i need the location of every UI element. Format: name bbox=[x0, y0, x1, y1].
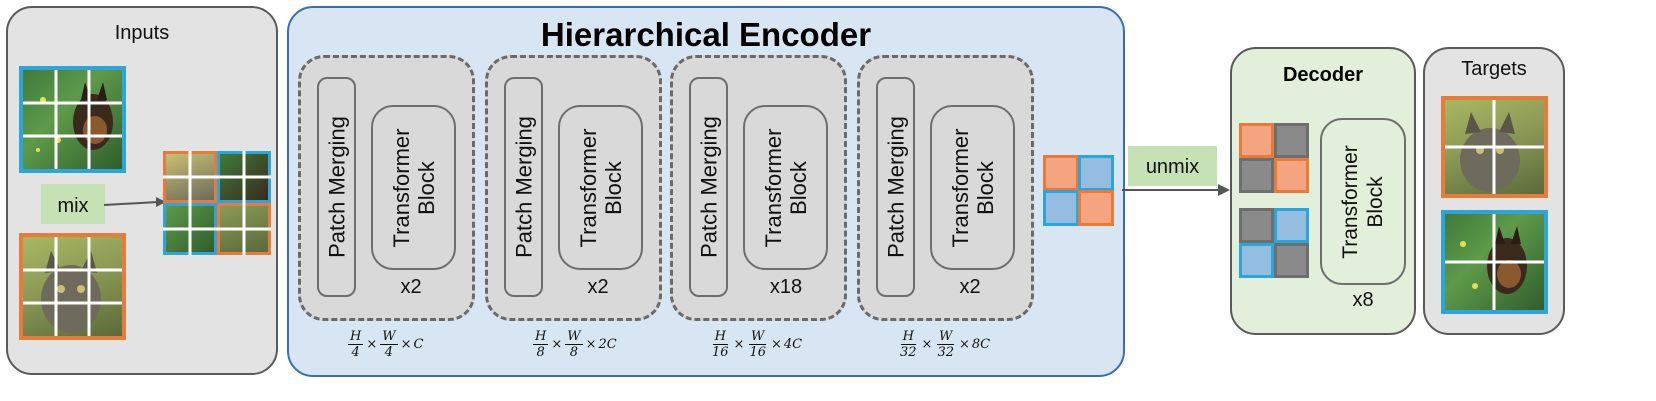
encoder-output-feature-map bbox=[1043, 155, 1114, 226]
dg1-tl bbox=[1239, 123, 1274, 158]
inputs-title: Inputs bbox=[114, 22, 170, 44]
unmix-label: unmix bbox=[1145, 156, 1200, 178]
encoder-title: Hierarchical Encoder bbox=[540, 16, 872, 53]
repeat-4: x2 bbox=[959, 276, 981, 298]
repeat-1: x2 bbox=[400, 276, 422, 298]
mixed-image bbox=[163, 151, 271, 255]
repeat-2: x2 bbox=[587, 276, 609, 298]
mix-box bbox=[41, 184, 105, 224]
unmix-box bbox=[1128, 146, 1217, 186]
decoder-grid-blue bbox=[1239, 208, 1309, 278]
decoder-grid-orange bbox=[1239, 123, 1309, 193]
patch-merging-3: Patch Merging bbox=[689, 77, 728, 297]
repeat-3: x18 bbox=[769, 276, 803, 298]
patch-merging-4: Patch Merging bbox=[876, 77, 915, 297]
dg1-bl bbox=[1239, 158, 1274, 193]
targets-title: Targets bbox=[1461, 58, 1527, 80]
dg2-tl bbox=[1239, 208, 1274, 243]
mix-arrow bbox=[104, 197, 166, 207]
feat-cell-br bbox=[1078, 190, 1114, 226]
target-cat-image bbox=[1441, 96, 1548, 198]
target-dog-image bbox=[1441, 210, 1548, 314]
patch-merging-2: Patch Merging bbox=[504, 77, 543, 297]
dg2-br bbox=[1274, 243, 1309, 278]
feat-cell-tr bbox=[1078, 155, 1114, 191]
dg1-tr bbox=[1274, 123, 1309, 158]
feat-cell-bl bbox=[1043, 190, 1079, 226]
decoder-title: Decoder bbox=[1282, 64, 1364, 86]
feat-cell-tl bbox=[1043, 155, 1079, 191]
input-cat-image bbox=[19, 233, 126, 340]
input-dog-image bbox=[19, 66, 126, 173]
decoder-repeat: x8 bbox=[1352, 289, 1374, 311]
dg2-tr bbox=[1274, 208, 1309, 243]
dg2-bl bbox=[1239, 243, 1274, 278]
mix-label: mix bbox=[57, 195, 89, 217]
unmix-arrow bbox=[1122, 184, 1230, 196]
dg1-br bbox=[1274, 158, 1309, 193]
patch-merging-1: Patch Merging bbox=[317, 77, 356, 297]
